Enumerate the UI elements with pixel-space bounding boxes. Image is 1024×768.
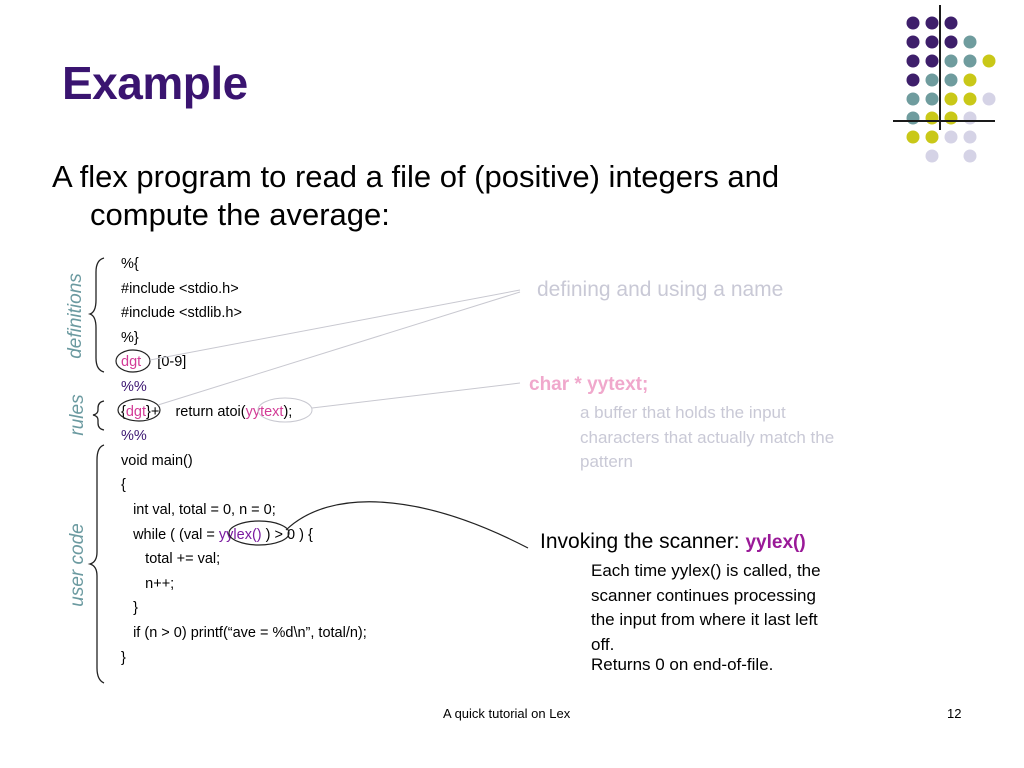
definition-name: dgt xyxy=(121,354,142,371)
code-line-rule: {dgt}+ return atoi(yytext); xyxy=(121,400,367,425)
code-line: #include <stdlib.h> xyxy=(121,305,242,322)
user-code-brace xyxy=(87,444,105,684)
yylex-body-line: scanner continues processing xyxy=(591,585,816,605)
rule-name: dgt xyxy=(125,403,147,420)
yylex-heading-text: Invoking the scanner: xyxy=(540,530,746,553)
leader-yytext xyxy=(311,382,521,409)
code-line-definition: dgt [0-9] xyxy=(121,350,367,375)
code-line: } xyxy=(121,649,126,666)
while-prefix: while ( (val = xyxy=(121,526,219,543)
yylex-body-line: off. xyxy=(591,634,615,654)
code-line: void main() xyxy=(121,452,193,469)
rules-brace xyxy=(92,400,105,431)
decorative-horizontal-line xyxy=(893,120,995,122)
leader-def xyxy=(149,289,521,361)
intro-line-1: A flex program to read a file of (positi… xyxy=(52,159,780,194)
yytext-body-line: pattern xyxy=(580,452,633,471)
yylex-body-line: the input from where it last left xyxy=(591,610,818,629)
code-line: { xyxy=(121,477,126,494)
code-line: } xyxy=(121,600,138,617)
while-suffix: ) > 0 ) { xyxy=(265,526,313,543)
code-block: %{ #include <stdio.h> #include <stdlib.h… xyxy=(121,252,367,670)
definitions-brace xyxy=(87,257,105,373)
footer-text: A quick tutorial on Lex xyxy=(443,706,571,721)
yylex-eof-note: Returns 0 on end-of-file. xyxy=(591,655,774,674)
rule-action-suffix: ); xyxy=(283,403,293,420)
yytext-body-line: characters that actually match the xyxy=(580,427,835,447)
leader-rule xyxy=(157,291,521,406)
code-line: int val, total = 0, n = 0; xyxy=(121,501,276,518)
yytext-heading: char * yytext; xyxy=(529,374,649,395)
decorative-vertical-line xyxy=(939,5,941,130)
yylex-body-line: Each time yylex() is called, the xyxy=(591,561,821,580)
code-line-separator: %% xyxy=(121,428,147,445)
code-line: %} xyxy=(121,329,139,346)
rule-action-prefix: return atoi( xyxy=(175,403,246,420)
intro-text: A flex program to read a file of (positi… xyxy=(52,158,892,234)
definition-pattern: [0-9] xyxy=(157,354,187,371)
page-number: 12 xyxy=(947,706,962,721)
ellipse-rule-dgt xyxy=(117,398,161,422)
yylex-body: Each time yylex() is called, the scanner… xyxy=(591,559,821,657)
ellipse-yytext xyxy=(257,397,313,423)
intro-line-2: compute the average: xyxy=(90,197,390,232)
yytext-body: a buffer that holds the input characters… xyxy=(580,401,834,475)
name-note: defining and using a name xyxy=(537,278,784,301)
code-line: %{ xyxy=(121,256,139,272)
ellipse-def-dgt xyxy=(115,349,151,373)
code-line: n++; xyxy=(121,575,175,592)
yytext-body-line: a buffer that holds the input xyxy=(580,403,786,422)
slide-title: Example xyxy=(62,57,248,109)
yylex-heading: Invoking the scanner: yylex() xyxy=(540,530,806,554)
yylex-heading-name: yylex() xyxy=(745,532,806,553)
code-line: if (n > 0) printf(“ave = %d\n”, total/n)… xyxy=(121,624,367,641)
rule-plus: }+ xyxy=(146,403,160,420)
rule-open-brace: { xyxy=(121,403,126,420)
code-line: #include <stdio.h> xyxy=(121,280,239,297)
ellipse-yylex xyxy=(228,520,290,546)
code-line: total += val; xyxy=(121,551,221,568)
leader-yylex xyxy=(285,501,529,549)
code-line-separator: %% xyxy=(121,378,147,395)
rule-yytext: yytext xyxy=(245,403,284,420)
